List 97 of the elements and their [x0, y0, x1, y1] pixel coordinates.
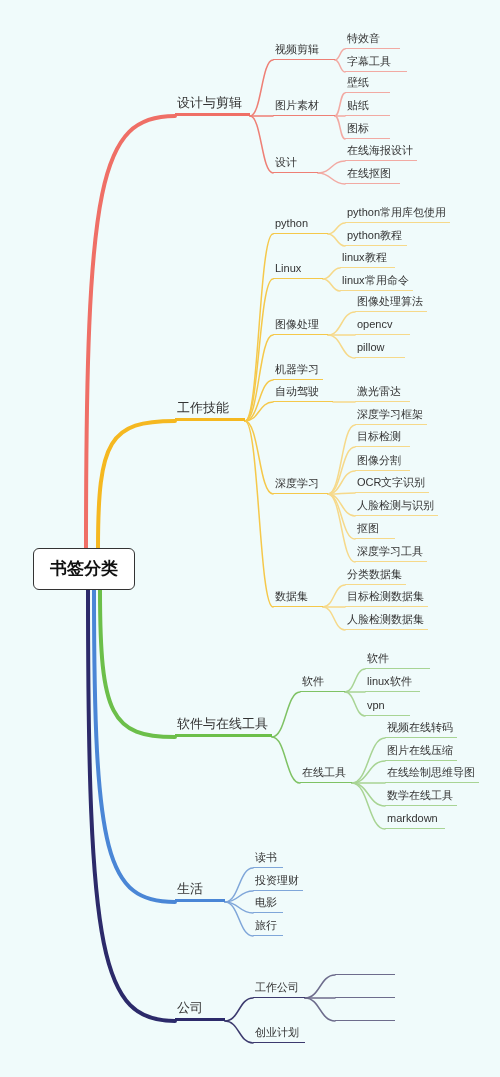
topic-label: 设计与剪辑 — [175, 94, 250, 116]
topic-label: 创业计划 — [253, 1024, 305, 1043]
topic-label: 目标检测 — [355, 428, 410, 447]
topic-label: 读书 — [253, 849, 283, 868]
branch-connector — [96, 419, 177, 550]
topic-label: 工作技能 — [175, 399, 245, 421]
topic-label: vpn — [365, 697, 410, 716]
topic-label: 软件 — [365, 650, 430, 669]
branch-connector — [244, 278, 274, 422]
branch-connector — [249, 59, 274, 117]
topic-label: 电影 — [253, 894, 283, 913]
branch-connector — [327, 334, 356, 336]
topic-label: 人脸检测与识别 — [355, 497, 438, 516]
branch-connector — [327, 493, 356, 517]
topic-label: python教程 — [345, 227, 407, 246]
topic-label: 图像处理算法 — [355, 293, 427, 312]
branch-connector — [244, 334, 274, 422]
topic-label: python — [273, 215, 328, 234]
topic-label: 机器学习 — [273, 361, 323, 380]
topic-label: 工作公司 — [253, 979, 305, 998]
branch-connector — [84, 114, 177, 550]
branch-connector — [304, 997, 336, 1022]
topic-label: python常用库包使用 — [345, 204, 451, 223]
topic-label: opencv — [355, 316, 410, 335]
topic-label: 特效音 — [345, 30, 400, 49]
topic-label: 在线海报设计 — [345, 142, 417, 161]
branch-connector — [249, 115, 274, 174]
topic-label: 图片素材 — [273, 97, 335, 116]
branch-connector — [334, 48, 346, 61]
branch-connector — [351, 782, 386, 830]
branch-connector — [249, 115, 274, 117]
branch-connector — [224, 901, 254, 937]
topic-label: 图片在线压缩 — [385, 742, 457, 761]
branch-connector — [327, 446, 356, 495]
branch-connector — [224, 901, 254, 914]
topic-label: markdown — [385, 810, 445, 829]
topic-label: 数据集 — [273, 588, 323, 607]
branch-connector — [271, 736, 301, 784]
topic-label: 投资理财 — [253, 872, 303, 891]
branch-connector — [322, 278, 341, 292]
topic-label: pillow — [355, 339, 405, 358]
branch-connector — [344, 691, 366, 717]
topic-label: 图像分割 — [355, 452, 410, 471]
branch-connector — [98, 588, 177, 739]
topic-label: 在线绘制思维导图 — [385, 764, 479, 783]
branch-connector — [332, 401, 356, 403]
topic-label: 在线抠图 — [345, 165, 400, 184]
topic-label: 自动驾驶 — [273, 383, 333, 402]
topic-label: 目标检测数据集 — [345, 588, 428, 607]
branch-connector — [322, 267, 341, 280]
topic-label: 公司 — [175, 999, 225, 1021]
topic-label: 生活 — [175, 880, 225, 902]
branch-connector — [327, 233, 346, 247]
topic-label: 软件与在线工具 — [175, 715, 272, 737]
branch-connector — [327, 222, 346, 235]
branch-connector — [334, 115, 346, 117]
topic-label: 壁纸 — [345, 74, 390, 93]
branch-connector — [344, 691, 366, 693]
topic-label: 设计 — [273, 154, 318, 173]
topic-label: Linux — [273, 260, 323, 279]
topic-label: 字幕工具 — [345, 53, 407, 72]
branch-connector — [244, 420, 274, 608]
topic-label: 视频在线转码 — [385, 719, 457, 738]
topic-label: 图标 — [345, 120, 390, 139]
branch-connector — [351, 782, 386, 807]
branch-connector — [86, 588, 177, 1023]
branch-connector — [334, 92, 346, 117]
topic-label: 视频剪辑 — [273, 41, 335, 60]
topic-label: 抠图 — [355, 520, 395, 539]
topic-label: 分类数据集 — [345, 566, 406, 585]
root-topic-box: 书签分类 — [33, 548, 135, 590]
topic-label: 软件 — [300, 673, 345, 692]
topic-label: OCR文字识别 — [355, 474, 430, 493]
branch-connector — [334, 59, 346, 73]
branch-connector — [271, 691, 301, 738]
topic-label: 在线工具 — [300, 764, 352, 783]
topic-label: linux软件 — [365, 673, 420, 692]
topic-label: 贴纸 — [345, 97, 390, 116]
topic-label: 图像处理 — [273, 316, 328, 335]
branch-connector — [327, 334, 356, 359]
topic-label: 深度学习 — [273, 475, 328, 494]
branch-connector — [322, 606, 346, 608]
topic-label: linux常用命令 — [340, 272, 413, 291]
branch-connector — [327, 493, 356, 563]
topic-label: 旅行 — [253, 917, 283, 936]
branch-connector — [224, 1020, 254, 1044]
branch-connector — [244, 420, 274, 495]
branch-connector — [317, 172, 346, 185]
branch-connector — [322, 606, 346, 631]
branch-connector — [92, 588, 177, 904]
topic-label: 深度学习框架 — [355, 406, 427, 425]
topic-label: 激光雷达 — [355, 383, 410, 402]
topic-label: linux教程 — [340, 249, 395, 268]
branch-connector — [334, 115, 346, 140]
topic-label: 深度学习工具 — [355, 543, 427, 562]
topic-label: 人脸检测数据集 — [345, 611, 428, 630]
topic-label: 数学在线工具 — [385, 787, 457, 806]
